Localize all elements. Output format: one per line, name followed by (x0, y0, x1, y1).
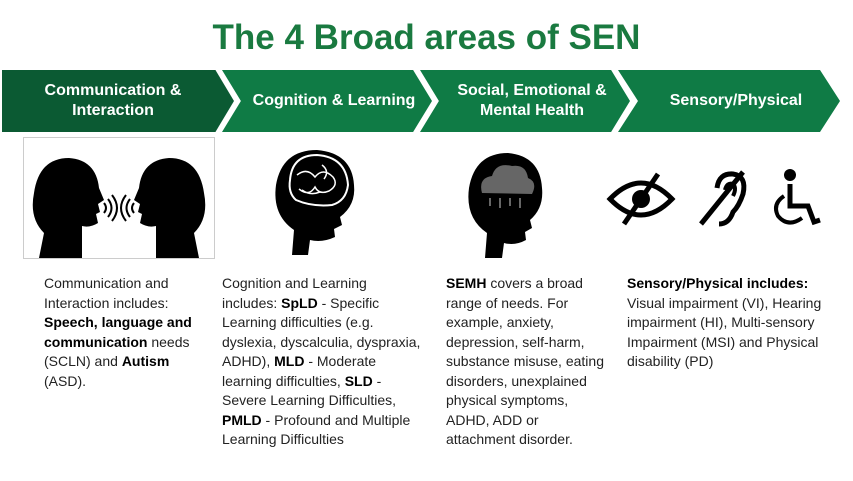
area-label: Social, Emotional & Mental Health (457, 82, 607, 119)
page-title: The 4 Broad areas of SEN (212, 18, 641, 57)
brain-head-icon (275, 150, 355, 255)
sensory-description: Sensory/Physical includes: Visual impair… (627, 275, 822, 369)
area-semh: Social, Emotional & Mental Health (420, 70, 630, 132)
communication-description: Communication and Interaction includes: … (44, 275, 192, 389)
area-label: Sensory/Physical (669, 92, 803, 109)
visual-impairment-icon (606, 172, 676, 226)
hearing-impairment-icon (699, 170, 747, 227)
talking-heads-icon (23, 137, 215, 259)
area-sensory-physical: Sensory/Physical (618, 70, 840, 132)
area-cognition-learning: Cognition & Learning (222, 70, 432, 132)
area-label: Cognition & Learning (252, 92, 416, 109)
semh-description: SEMH covers a broad range of needs. For … (446, 275, 604, 447)
cognition-description: Cognition and Learning includes: SpLD - … (222, 275, 421, 447)
area-communication-interaction: Communication & Interaction (2, 70, 234, 132)
wheelchair-icon (774, 169, 821, 226)
area-label: Communication & Interaction (44, 82, 182, 119)
mental-health-head-icon (468, 153, 543, 258)
